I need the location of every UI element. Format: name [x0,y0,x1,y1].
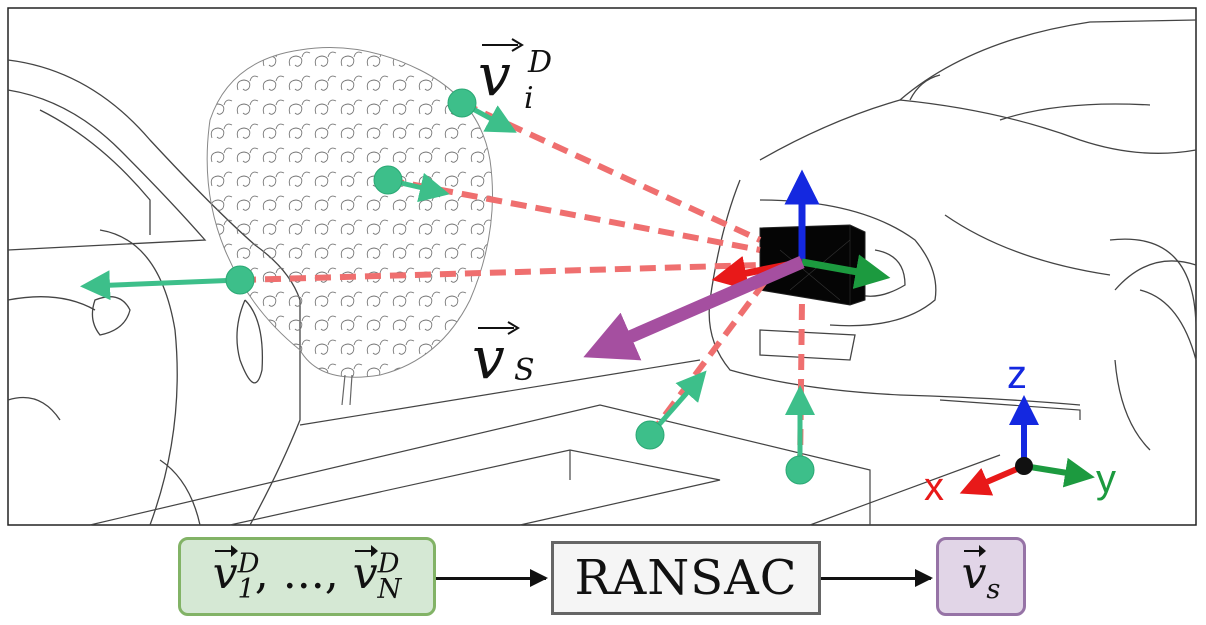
output-vector-box: vs [936,537,1026,616]
vector-i-sup: D [527,45,552,80]
legend-origin [1015,457,1033,475]
ground-drawing [89,359,1081,526]
vector-s-sub: S [514,353,535,388]
output-vector-sub: s [986,573,1001,605]
input-vectors-text: vD1, ..., vDN [213,548,402,605]
legend-axis-x [959,463,1026,496]
ransac-label: RANSAC [574,550,798,606]
feature-point-2 [373,165,403,195]
legend-label-y: y [1096,457,1116,501]
input-first-vector: v [212,548,238,600]
vector-i-sub: i [524,81,534,116]
ray-3 [239,262,761,283]
legend-label-x: x [924,465,944,509]
ransac-box: RANSAC [551,541,821,615]
feature-point-4 [635,420,665,450]
estimated-vector-arrow [583,256,805,361]
input-last-sub: N [377,573,402,605]
output-vector-text: vs [962,548,1001,605]
ray-4 [647,273,773,437]
input-last-vector: v [352,548,378,600]
input-separator: , ..., [254,548,353,600]
input-first-sub: 1 [237,573,255,605]
vector-s-label: v S [472,321,535,392]
feature-point-5 [785,455,815,485]
input-first-sup: D [237,548,260,580]
legend-label-z: z [1007,353,1027,397]
feature-points [225,88,815,485]
feature-point-1 [447,88,477,118]
flow-arrow-2 [821,569,933,587]
vector-i-symbol: v [478,41,511,109]
input-last-sup: D [377,548,400,580]
vector-s-symbol: v [472,324,505,392]
legend-axis-y [1023,457,1095,488]
input-vectors-box: vD1, ..., vDN [178,537,436,616]
vector-i-label: v D i [478,38,552,116]
ray-2 [387,177,761,253]
sensor-axis-y [801,254,891,289]
scene-frame [7,7,1197,526]
feature-point-3 [225,265,255,295]
flow-arrow-1 [436,569,548,587]
output-vector-symbol: v [961,548,987,600]
feature-vector-3 [80,270,241,301]
axes-legend: z x y [924,353,1116,509]
